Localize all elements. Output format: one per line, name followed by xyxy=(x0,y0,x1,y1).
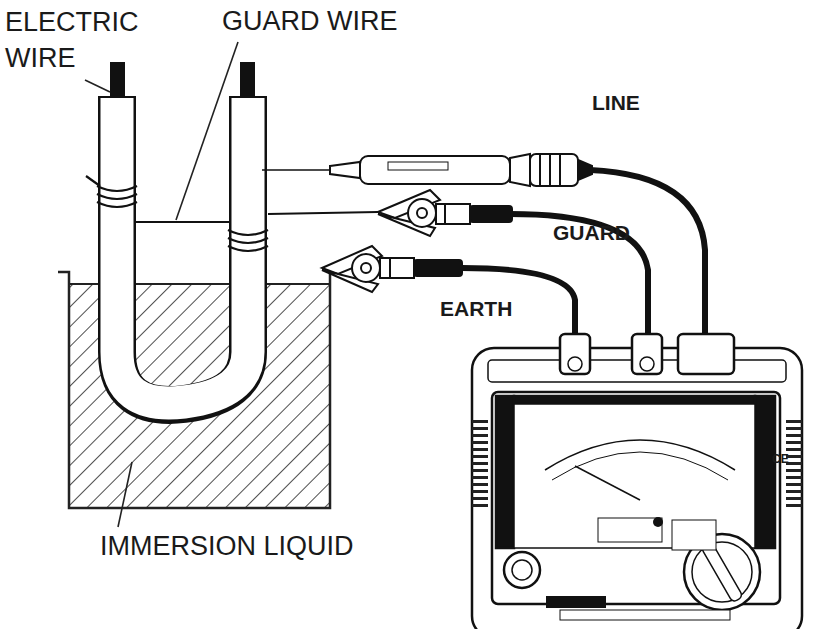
terminal-label: GUARD xyxy=(553,220,653,246)
insulation-tester xyxy=(472,334,802,629)
guard-clip xyxy=(378,190,512,236)
line-probe xyxy=(262,154,592,186)
guard-wire xyxy=(136,212,378,222)
leader-line xyxy=(118,462,132,527)
terminal-label: LINE xyxy=(592,90,672,116)
earth-clip xyxy=(322,246,462,292)
mark-label: CE xyxy=(772,452,796,466)
leader-line xyxy=(176,42,238,220)
part-label: ELECTRIC WIRE xyxy=(5,4,155,76)
part-label: IMMERSION LIQUID xyxy=(100,528,460,564)
guard-winding xyxy=(86,176,268,251)
terminal-label: EARTH xyxy=(440,296,540,322)
leader-line xyxy=(85,80,110,92)
part-label: GUARD WIRE xyxy=(222,4,482,38)
